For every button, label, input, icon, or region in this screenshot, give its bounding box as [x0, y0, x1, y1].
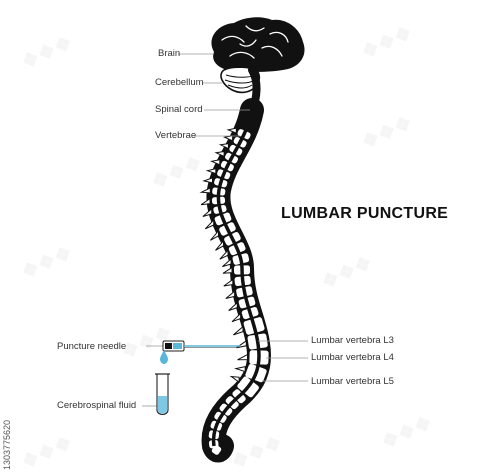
spinous-process: [218, 143, 229, 150]
spinous-process: [215, 239, 224, 251]
spinous-process: [210, 229, 219, 241]
label-puncture-needle: Puncture needle: [57, 341, 127, 352]
spinous-process: [209, 159, 221, 166]
watermark-id: 1303775620: [2, 419, 12, 470]
brain: [211, 17, 305, 72]
fluid-drop-icon: [160, 350, 168, 364]
diagram-title: LUMBAR PUNCTURE: [281, 205, 449, 222]
label-cerebellum: Cerebellum: [155, 77, 204, 88]
test-tube-icon: [155, 373, 170, 416]
spinous-process: [229, 375, 240, 384]
spinous-process: [237, 353, 248, 361]
label-brain: Brain: [158, 48, 181, 59]
label-l5: Lumbar vertebra L5: [311, 376, 394, 387]
spinous-process: [202, 207, 213, 217]
spinous-process: [228, 301, 238, 311]
spinous-process: [233, 365, 246, 373]
label-l3: Lumbar vertebra L3: [311, 335, 394, 346]
spinous-process: [200, 197, 211, 206]
spine: [199, 98, 271, 463]
label-vertebrae: Vertebrae: [155, 130, 197, 141]
spinous-process: [219, 248, 229, 260]
spinous-process: [223, 278, 234, 287]
puncture-needle: [162, 340, 240, 352]
spinous-process: [222, 257, 232, 268]
spinous-process: [236, 339, 247, 349]
label-l4: Lumbar vertebra L4: [311, 352, 394, 363]
spinous-process: [225, 290, 236, 299]
label-spinal-cord: Spinal cord: [155, 104, 203, 115]
spinous-process: [233, 325, 244, 336]
spinous-process: [231, 312, 242, 323]
spinous-process: [199, 187, 211, 194]
label-cerebrospinal-fluid: Cerebrospinal fluid: [57, 400, 137, 411]
spinous-process: [222, 135, 234, 142]
leader-lines: [142, 53, 308, 407]
spinous-process: [202, 177, 213, 184]
vertebra: [211, 445, 222, 455]
spinous-process: [214, 150, 225, 158]
spinous-process: [204, 218, 215, 230]
spinous-process: [205, 167, 217, 175]
spinal-cord: [211, 109, 261, 447]
spinous-process: [222, 266, 233, 274]
spinous-process: [226, 127, 237, 134]
